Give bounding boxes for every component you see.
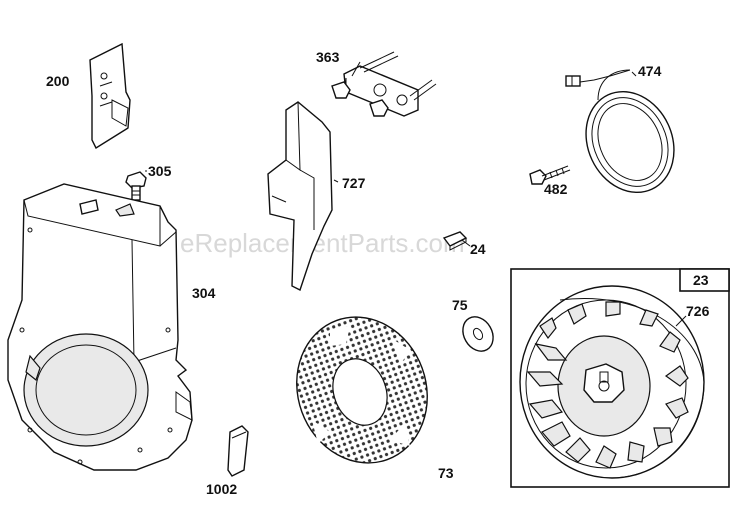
callout-200[interactable]: 200	[46, 73, 70, 89]
callout-474[interactable]: 474	[638, 63, 662, 79]
part-73-screen[interactable]	[277, 299, 448, 482]
leader-lines	[145, 61, 687, 327]
watermark-text: eReplacementParts.com	[180, 228, 465, 258]
callout-305[interactable]: 305	[148, 163, 172, 179]
callout-75[interactable]: 75	[452, 297, 468, 313]
callout-24[interactable]: 24	[470, 241, 486, 257]
kit-box-23: 23	[510, 268, 730, 488]
kit-box-label: 23	[693, 272, 709, 288]
part-75-washer[interactable]	[457, 311, 499, 356]
callout-726[interactable]: 726	[686, 303, 710, 319]
part-363-stud-bracket[interactable]	[331, 51, 437, 117]
part-1002-clip[interactable]	[227, 425, 249, 477]
callout-363[interactable]: 363	[316, 49, 340, 65]
callout-1002[interactable]: 1002	[206, 481, 237, 497]
part-305-screw[interactable]	[125, 171, 147, 201]
callout-73[interactable]: 73	[438, 465, 454, 481]
callout-labels: 200 305 304 363 727 24 474 482 75 73 100…	[46, 49, 710, 497]
flywheel-fins	[526, 301, 689, 469]
callout-304[interactable]: 304	[192, 285, 216, 301]
callout-482[interactable]: 482	[544, 181, 568, 197]
part-727-baffle[interactable]	[267, 101, 333, 291]
part-482-screw[interactable]	[529, 165, 571, 185]
part-200-bracket[interactable]	[89, 42, 131, 150]
part-304-blower-housing[interactable]	[7, 183, 193, 471]
part-474-alternator[interactable]	[565, 69, 690, 207]
callout-727[interactable]: 727	[342, 175, 366, 191]
part-726-flywheel[interactable]	[519, 285, 705, 479]
part-24-key[interactable]	[442, 231, 468, 251]
